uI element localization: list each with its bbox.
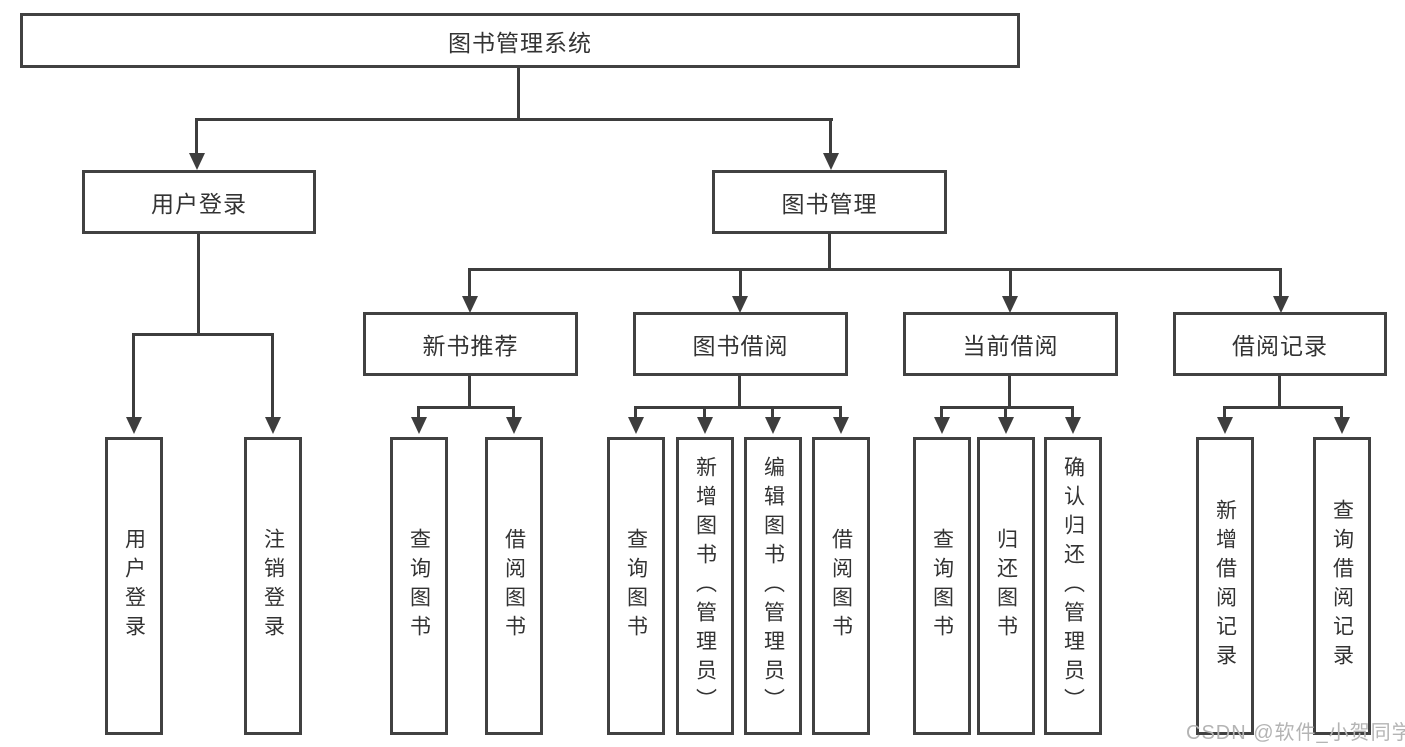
arrowhead-book-borrow: [732, 296, 748, 313]
connector-login-rail: [132, 333, 274, 336]
node-label: 用户登录: [151, 191, 247, 217]
node-label: 图书借阅: [692, 333, 789, 359]
leaf-logout: 注销登录: [244, 437, 302, 735]
leaf-label: 确认归还（管理员）: [1061, 455, 1085, 717]
leaf-records-add-record: 新增借阅记录: [1196, 437, 1254, 735]
connector-groupD-rail: [1223, 406, 1343, 409]
connector-mgmt-rail: [468, 268, 1282, 271]
connector-groupC-rail: [940, 406, 1074, 409]
arrowhead-groupB-leaf-2: [697, 417, 713, 434]
node-new-book-recommend: 新书推荐: [363, 312, 578, 376]
connector-stem-current-borrow: [1009, 270, 1012, 296]
connector-groupA-stem: [468, 376, 471, 409]
node-label: 图书管理: [781, 191, 878, 217]
connector-stem-borrow-records: [1279, 270, 1282, 296]
arrowhead-groupC-leaf-1: [934, 417, 950, 434]
arrowhead-borrow-records: [1273, 296, 1289, 313]
csdn-watermark: CSDN @软件_小贺同学: [1186, 722, 1405, 744]
leaf-label: 查询图书: [930, 528, 954, 644]
connector-groupB-rail: [634, 406, 842, 409]
leaf-borrowing-query-books: 查询图书: [607, 437, 665, 735]
connector-mgmt-stem: [828, 234, 831, 270]
node-root-library-system: 图书管理系统: [20, 13, 1020, 68]
connector-stem-groupA-leaf-1: [417, 408, 420, 417]
leaf-label: 借阅图书: [829, 528, 853, 644]
leaf-borrowing-add-books-admin: 新增图书（管理员）: [676, 437, 734, 735]
connector-stem-groupD-leaf-2: [1340, 408, 1343, 417]
leaf-label: 归还图书: [994, 528, 1018, 644]
arrowhead-new-books: [462, 296, 478, 313]
connector-groupA-rail: [417, 406, 515, 409]
connector-stem-groupB-leaf-1: [634, 408, 637, 417]
connector-stem-user-login: [195, 120, 198, 153]
arrowhead-groupB-leaf-1: [628, 417, 644, 434]
arrowhead-book-mgmt: [823, 153, 839, 170]
connector-stem-groupA-leaf-2: [512, 408, 515, 417]
arrowhead-groupA-leaf-1: [411, 417, 427, 434]
connector-stem-groupC-leaf-3: [1071, 408, 1074, 417]
connector-stem-login-leaf-1: [132, 335, 135, 417]
connector-root-stem: [517, 68, 520, 121]
leaf-label: 查询图书: [407, 528, 431, 644]
arrowhead-groupC-leaf-2: [998, 417, 1014, 434]
node-borrowing-records: 借阅记录: [1173, 312, 1387, 376]
arrowhead-groupB-leaf-3: [765, 417, 781, 434]
arrowhead-groupB-leaf-4: [833, 417, 849, 434]
connector-stem-groupB-leaf-2: [703, 408, 706, 417]
leaf-borrowing-edit-books-admin: 编辑图书（管理员）: [744, 437, 802, 735]
leaf-label: 新增图书（管理员）: [693, 455, 717, 717]
arrowhead-groupC-leaf-3: [1065, 417, 1081, 434]
leaf-label: 编辑图书（管理员）: [761, 455, 785, 717]
connector-stem-groupB-leaf-3: [771, 408, 774, 417]
connector-root-rail: [195, 118, 833, 121]
connector-stem-new-books: [468, 270, 471, 296]
connector-stem-login-leaf-2: [271, 335, 274, 417]
arrowhead-current-borrow: [1002, 296, 1018, 313]
arrowhead-user-login: [189, 153, 205, 170]
leaf-label: 注销登录: [261, 528, 285, 644]
arrowhead-login-leaf-2: [265, 417, 281, 434]
leaf-label: 查询借阅记录: [1330, 499, 1354, 673]
node-label: 借阅记录: [1232, 333, 1328, 359]
leaf-label: 新增借阅记录: [1213, 499, 1237, 673]
connector-groupB-stem: [738, 376, 741, 409]
node-label: 新书推荐: [422, 333, 519, 359]
node-book-borrowing: 图书借阅: [633, 312, 848, 376]
connector-stem-book-borrow: [739, 270, 742, 296]
connector-stem-groupC-leaf-1: [940, 408, 943, 417]
connector-stem-groupB-leaf-4: [839, 408, 842, 417]
leaf-current-confirm-return-admin: 确认归还（管理员）: [1044, 437, 1102, 735]
node-user-login: 用户登录: [82, 170, 316, 234]
leaf-label: 查询图书: [624, 528, 648, 644]
leaf-label: 用户登录: [122, 528, 146, 644]
arrowhead-login-leaf-1: [126, 417, 142, 434]
leaf-user-login: 用户登录: [105, 437, 163, 735]
leaf-records-query-record: 查询借阅记录: [1313, 437, 1371, 735]
arrowhead-groupA-leaf-2: [506, 417, 522, 434]
connector-stem-book-mgmt: [829, 120, 832, 153]
leaf-current-return-books: 归还图书: [977, 437, 1035, 735]
leaf-newbooks-query-books: 查询图书: [390, 437, 448, 735]
connector-login-stem: [197, 234, 200, 336]
node-label: 当前借阅: [962, 333, 1059, 359]
arrowhead-groupD-leaf-1: [1217, 417, 1233, 434]
node-book-management: 图书管理: [712, 170, 947, 234]
connector-groupD-stem: [1278, 376, 1281, 409]
leaf-label: 借阅图书: [502, 528, 526, 644]
leaf-current-query-books: 查询图书: [913, 437, 971, 735]
connector-groupC-stem: [1008, 376, 1011, 409]
leaf-borrowing-borrow-books: 借阅图书: [812, 437, 870, 735]
node-label: 图书管理系统: [448, 29, 592, 56]
arrowhead-groupD-leaf-2: [1334, 417, 1350, 434]
connector-stem-groupC-leaf-2: [1004, 408, 1007, 417]
connector-stem-groupD-leaf-1: [1223, 408, 1226, 417]
node-current-borrowing: 当前借阅: [903, 312, 1118, 376]
leaf-newbooks-borrow-books: 借阅图书: [485, 437, 543, 735]
